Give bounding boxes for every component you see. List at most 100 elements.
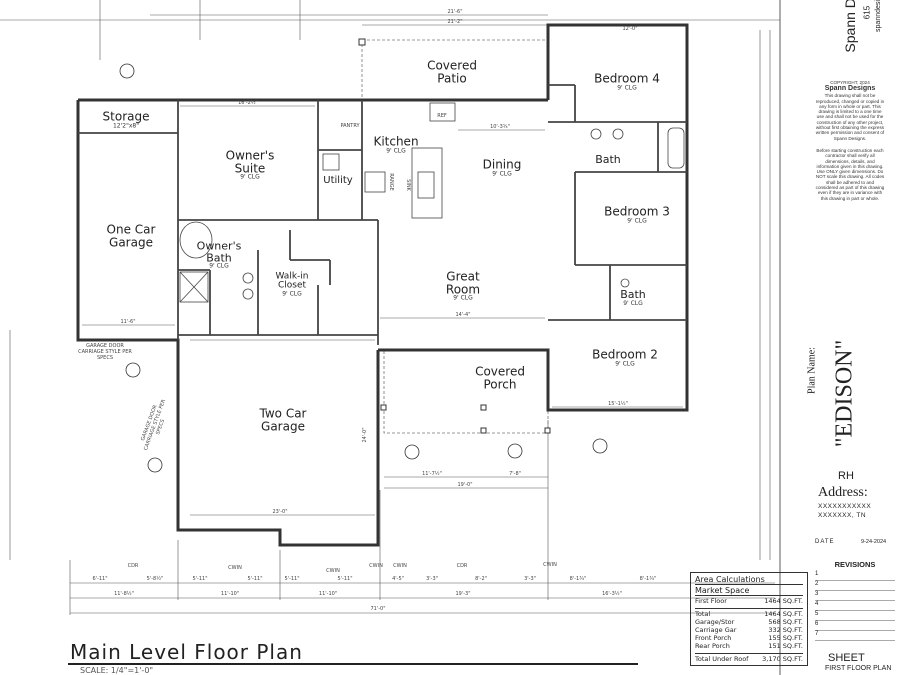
copyright-text: This drawing shall not be reproduced, ch…	[815, 93, 885, 141]
revision-row: 7	[815, 631, 895, 641]
sheet-name: FIRST FLOOR PLAN	[825, 665, 892, 672]
dim-garage-depth: 24'-0"	[362, 427, 368, 443]
room-name: Dining	[482, 157, 522, 172]
fixtures	[179, 102, 685, 303]
room-ceiling: 9' CLG	[617, 84, 637, 92]
area-label: Carriage Gar	[695, 626, 737, 634]
address-label: Address:	[818, 485, 868, 500]
area-subtitle: Market Space	[695, 586, 803, 596]
room-covered-patio: Covered Patio	[422, 59, 482, 84]
sink-label: SINK	[405, 179, 411, 191]
dim-dining: 10'-3¾"	[490, 124, 510, 130]
room-name: Covered Porch	[475, 364, 525, 391]
copyright-title: COPYRIGHT, 2024	[830, 80, 870, 85]
area-label: Garage/Stor	[695, 618, 735, 626]
dim-row1: 3'-3"	[426, 576, 438, 582]
area-value: 332 SQ.FT.	[768, 626, 803, 634]
address-line-1: XXXXXXXXXXX	[818, 503, 872, 510]
dim-bedroom4: 12'-0"	[622, 26, 638, 32]
dim-one-car: 11'-6"	[120, 319, 136, 325]
room-ceiling: 9' CLG	[615, 360, 635, 368]
room-ceiling: 9' CLG	[623, 299, 643, 307]
dim-row2: 11'-10"	[318, 591, 338, 597]
room-name: Bedroom 4	[594, 71, 660, 86]
area-label: First Floor	[695, 597, 727, 605]
dim-overall: 71'-0"	[370, 606, 386, 612]
contractor-notice: Before starting construction each contra…	[815, 147, 885, 201]
dim-patio-top-2: 21'-2"	[447, 19, 463, 25]
dim-bedroom2: 15'-1½"	[608, 401, 628, 407]
area-label: Total	[695, 610, 711, 618]
plan-name: "EDISON"	[831, 339, 858, 448]
dim-owners-suite: 16'-2½"	[238, 100, 258, 106]
centerline-label: CDR	[456, 563, 468, 569]
room-one-car-garage: One Car Garage	[96, 223, 166, 248]
room-two-car-garage: Two Car Garage	[253, 407, 313, 432]
dim-row1: 3'-3"	[524, 576, 536, 582]
room-name: Two Car Garage	[259, 406, 307, 433]
dim-row2: 19'-3"	[455, 591, 471, 597]
dim-row1: 5'-11"	[247, 576, 263, 582]
garage-door-note-1: GARAGE DOOR CARRIAGE STYLE PER SPECS	[78, 343, 132, 361]
room-name: Storage	[102, 109, 150, 124]
dim-row1: 4'-5"	[392, 576, 404, 582]
revision-row: 1	[815, 571, 895, 581]
dim-row1: 8'-1¾"	[639, 576, 657, 582]
centerline-label: CWIN	[228, 565, 242, 571]
revision-row: 2	[815, 581, 895, 591]
room-ceiling: 9' CLG	[209, 262, 229, 270]
area-title: Area Calculations	[695, 575, 803, 585]
centerline-label: CWIN	[369, 563, 383, 569]
drafter-initials: RH	[838, 470, 854, 482]
dim-row2: 11'-8½"	[114, 591, 134, 597]
copyright-notice: COPYRIGHT, 2024 Spann Designs This drawi…	[815, 80, 885, 201]
room-ceiling: 9' CLG	[240, 173, 260, 181]
room-name: Bath	[595, 153, 621, 167]
dimension-lines	[0, 0, 780, 615]
sheet-label: SHEET	[828, 652, 865, 664]
title-underline	[68, 663, 638, 665]
revision-row: 5	[815, 611, 895, 621]
dim-porch-total: 19'-0"	[457, 482, 473, 488]
room-name: Bedroom 2	[592, 347, 658, 362]
area-value: 1464 SQ.FT.	[764, 597, 803, 605]
dim-row1: 6'-11"	[92, 576, 108, 582]
drawing-title: Main Level Floor Plan	[70, 640, 303, 664]
room-name: Walk-in Closet	[275, 271, 309, 291]
dim-row1: 5'-11"	[192, 576, 208, 582]
range-label: RANGE	[388, 173, 394, 191]
dim-row2: 16'-3½"	[602, 591, 622, 597]
dim-row1: 8'-1¾"	[569, 576, 587, 582]
dim-garage-width: 23'-0"	[272, 509, 288, 515]
room-ceiling: 9' CLG	[453, 294, 473, 302]
room-name: Utility	[323, 174, 353, 186]
dim-row1: 5'-8½"	[146, 576, 164, 582]
area-row: Total 1464 SQ.FT.	[695, 608, 803, 618]
company-phone: 615	[862, 5, 872, 20]
copyright-company: Spann Designs	[824, 85, 876, 93]
area-row: Carriage Gar 332 SQ.FT.	[695, 626, 803, 634]
ref-label: REF	[437, 113, 447, 119]
area-label: Rear Porch	[695, 642, 730, 650]
dim-row2: 11'-10"	[220, 591, 240, 597]
dim-great-room: 14'-4"	[455, 312, 471, 318]
address-line-2: XXXXXXX, TN	[818, 512, 867, 519]
room-ceiling: 9' CLG	[627, 217, 647, 225]
room-ceiling: 9' CLG	[386, 147, 406, 155]
area-value: 1464 SQ.FT.	[764, 610, 803, 618]
revisions-table: REVISIONS 1 2 3 4 5 6 7	[815, 560, 895, 641]
area-calculations-table: Area Calculations Market Space First Flo…	[690, 572, 808, 666]
area-label: Total Under Roof	[695, 655, 749, 663]
